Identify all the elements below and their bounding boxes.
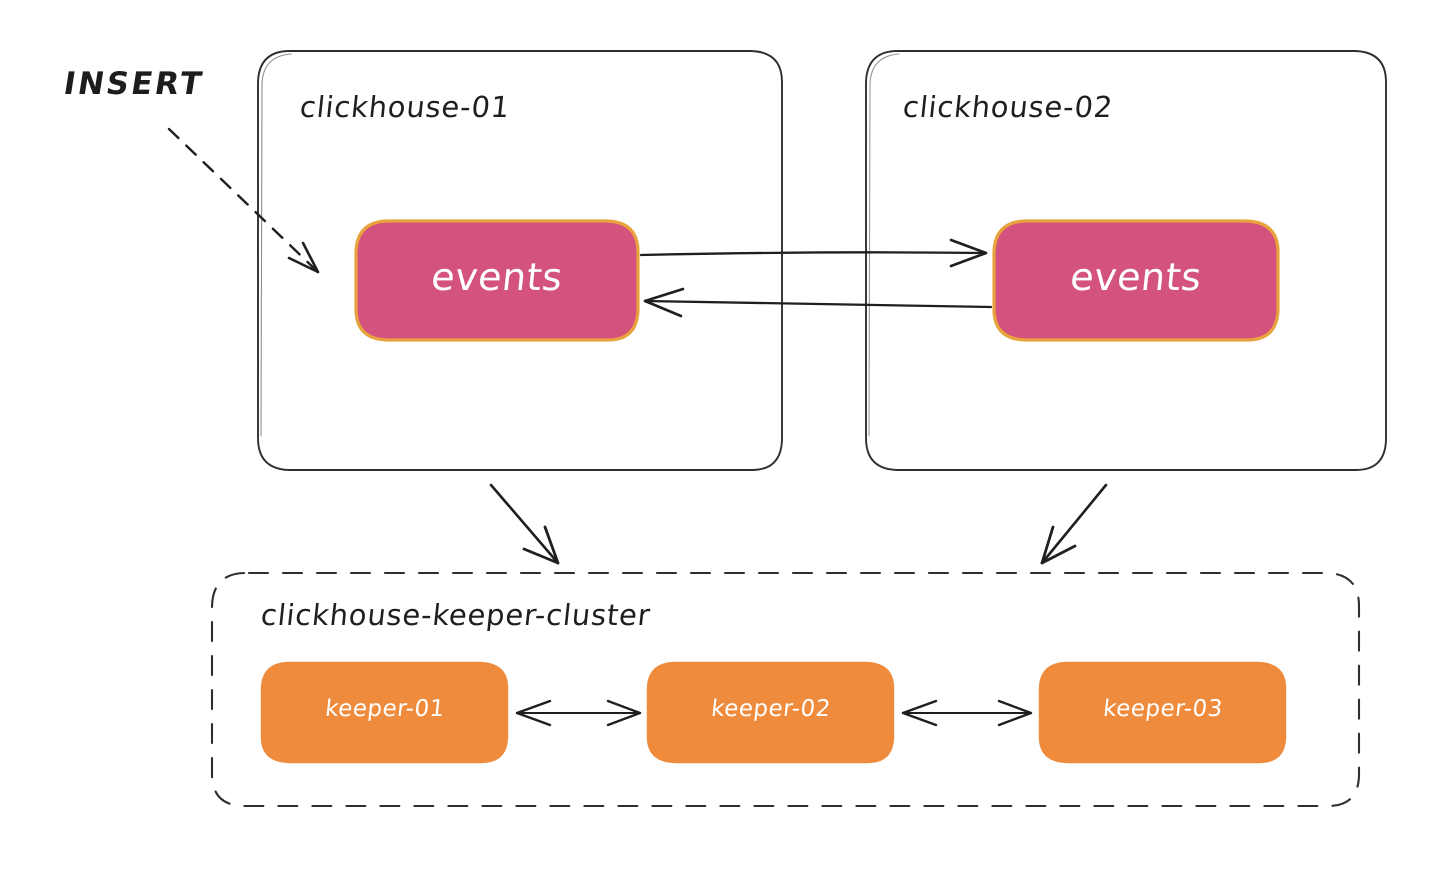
node-keeper-02-shape	[646, 661, 895, 764]
node-keeper-03-shape	[1038, 661, 1287, 764]
node-events-02[interactable]	[992, 219, 1280, 342]
node-events-01-shape	[354, 219, 640, 342]
edge-events01-to-events02	[639, 238, 988, 268]
edge-insert-arrowhead	[287, 241, 320, 274]
node-events-02-shape	[992, 219, 1280, 342]
edge-events02-to-events01-line	[643, 299, 993, 309]
container-clickhouse-01-sketch-stroke	[260, 53, 292, 437]
edge-keeper02-keeper03	[901, 699, 1033, 727]
edge-keeper01-keeper02	[515, 699, 642, 727]
node-keeper-01[interactable]	[260, 661, 509, 764]
node-keeper-02[interactable]	[646, 661, 895, 764]
edge-insert-line	[167, 127, 320, 274]
container-clickhouse-keeper-cluster[interactable]	[210, 571, 1361, 808]
container-keeper-cluster-outline	[210, 571, 1361, 808]
edge-ch02-keeper-line	[1040, 483, 1108, 565]
node-events-01[interactable]	[354, 219, 640, 342]
edge-events02-to-events01-arrowhead	[643, 287, 685, 318]
edge-events01-to-events02-arrowhead	[949, 238, 988, 268]
edge-ch02-keeper-arrowhead	[1040, 525, 1077, 565]
edge-clickhouse02-to-keeper-cluster	[1040, 483, 1108, 565]
edge-ch01-keeper-line	[489, 483, 560, 565]
edge-keeper02-keeper03-arrowhead-right	[997, 699, 1033, 727]
container-clickhouse-02-sketch-stroke	[868, 53, 900, 437]
edge-ch01-keeper-arrowhead	[522, 525, 560, 565]
edge-clickhouse01-to-keeper-cluster	[489, 483, 560, 565]
edge-keeper01-keeper02-arrowhead-right	[606, 699, 642, 727]
node-keeper-01-shape	[260, 661, 509, 764]
edge-keeper01-keeper02-arrowhead-left	[515, 699, 552, 727]
node-keeper-03[interactable]	[1038, 661, 1287, 764]
edge-keeper02-keeper03-arrowhead-left	[901, 699, 938, 727]
edge-events01-to-events02-line	[639, 251, 988, 257]
edge-events02-to-events01	[643, 287, 993, 318]
edge-insert-to-events-01	[167, 127, 320, 274]
